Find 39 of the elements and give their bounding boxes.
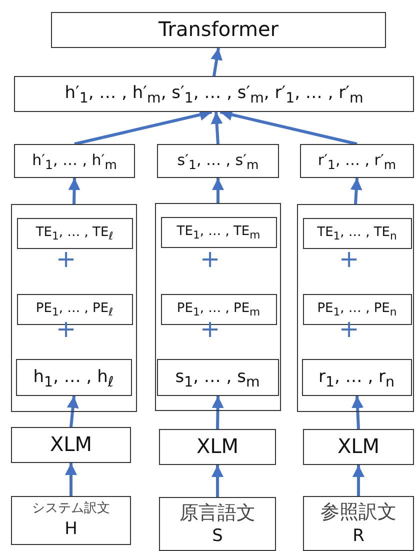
plus-sign: + <box>200 247 220 271</box>
arrow <box>350 178 362 204</box>
arrow <box>352 396 364 430</box>
arrow <box>212 465 224 497</box>
source-title: 参照訳文 <box>320 500 396 525</box>
arrow <box>65 463 77 496</box>
token-box: r$_{1}$, … , r$_{n}$ <box>302 358 412 396</box>
source-symbol: R <box>352 524 364 547</box>
transformer-box: Transformer <box>51 12 386 48</box>
arrow <box>210 48 223 76</box>
input-box <box>159 497 276 551</box>
embedding-group <box>155 203 281 411</box>
concat-box: h′$_{1}$, … , h′$_{m}$, s′$_{1}$, … , s′$_{m}$, r′$_{1}$, … , r′$_{m}$ <box>14 76 414 112</box>
arrow <box>66 396 79 428</box>
source-symbol: H <box>64 518 78 540</box>
source-title: 原言語文 <box>180 500 256 526</box>
embedding-box: TE$_{1}$, … , TE$_{m}$ <box>160 216 276 248</box>
output-box: r′$_{1}$, … , r′$_{m}$ <box>300 144 414 178</box>
embedding-box: TE$_{1}$, … , TE$_{ℓ}$ <box>16 218 132 248</box>
input-box <box>303 496 414 551</box>
embedding-box: TE$_{1}$, … , TE$_{n}$ <box>302 218 412 248</box>
xlm-box: XLM <box>11 427 131 463</box>
arrow <box>352 465 364 496</box>
source-title: システム訳文 <box>32 501 110 518</box>
token-box: h$_{1}$, … , h$_{ℓ}$ <box>16 358 132 396</box>
source-symbol: S <box>212 525 223 548</box>
arrow <box>212 178 224 203</box>
output-box: s′$_{1}$, … , s′$_{m}$ <box>157 144 279 178</box>
embedding-group <box>297 204 414 412</box>
arrow <box>212 396 224 430</box>
token-box: s$_{1}$, … , s$_{m}$ <box>156 358 278 396</box>
xlm-box: XLM <box>159 429 276 465</box>
xlm-box: XLM <box>303 429 414 465</box>
input-box <box>11 496 131 545</box>
plus-sign: + <box>339 247 360 271</box>
output-box: h′$_{1}$, … , h′$_{m}$ <box>14 144 135 178</box>
arrow <box>68 178 80 204</box>
plus-sign: + <box>56 247 76 271</box>
embedding-group <box>11 204 137 412</box>
